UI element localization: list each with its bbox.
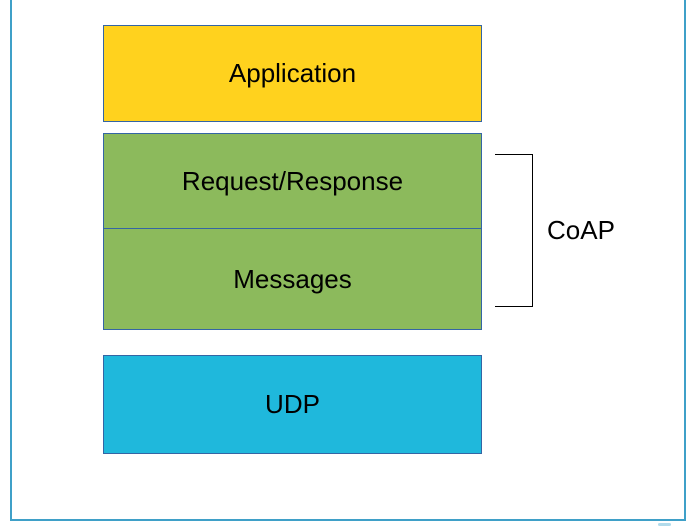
layer-request-response: Request/Response (104, 134, 481, 229)
coap-bracket-label: CoAP (547, 215, 615, 245)
layer-udp: UDP (103, 355, 482, 454)
layer-request-response-label: Request/Response (181, 165, 404, 196)
layer-udp-label: UDP (265, 389, 320, 419)
layer-messages: Messages (104, 229, 481, 329)
layer-messages-label: Messages (233, 263, 352, 294)
layer-application: Application (103, 25, 482, 122)
bottom-edge-artifact (658, 523, 671, 526)
layer-application-label: Application (228, 58, 357, 88)
layer-coap-group: Request/Response Messages (103, 133, 482, 330)
page-frame (10, 0, 686, 521)
coap-bracket (495, 154, 533, 307)
